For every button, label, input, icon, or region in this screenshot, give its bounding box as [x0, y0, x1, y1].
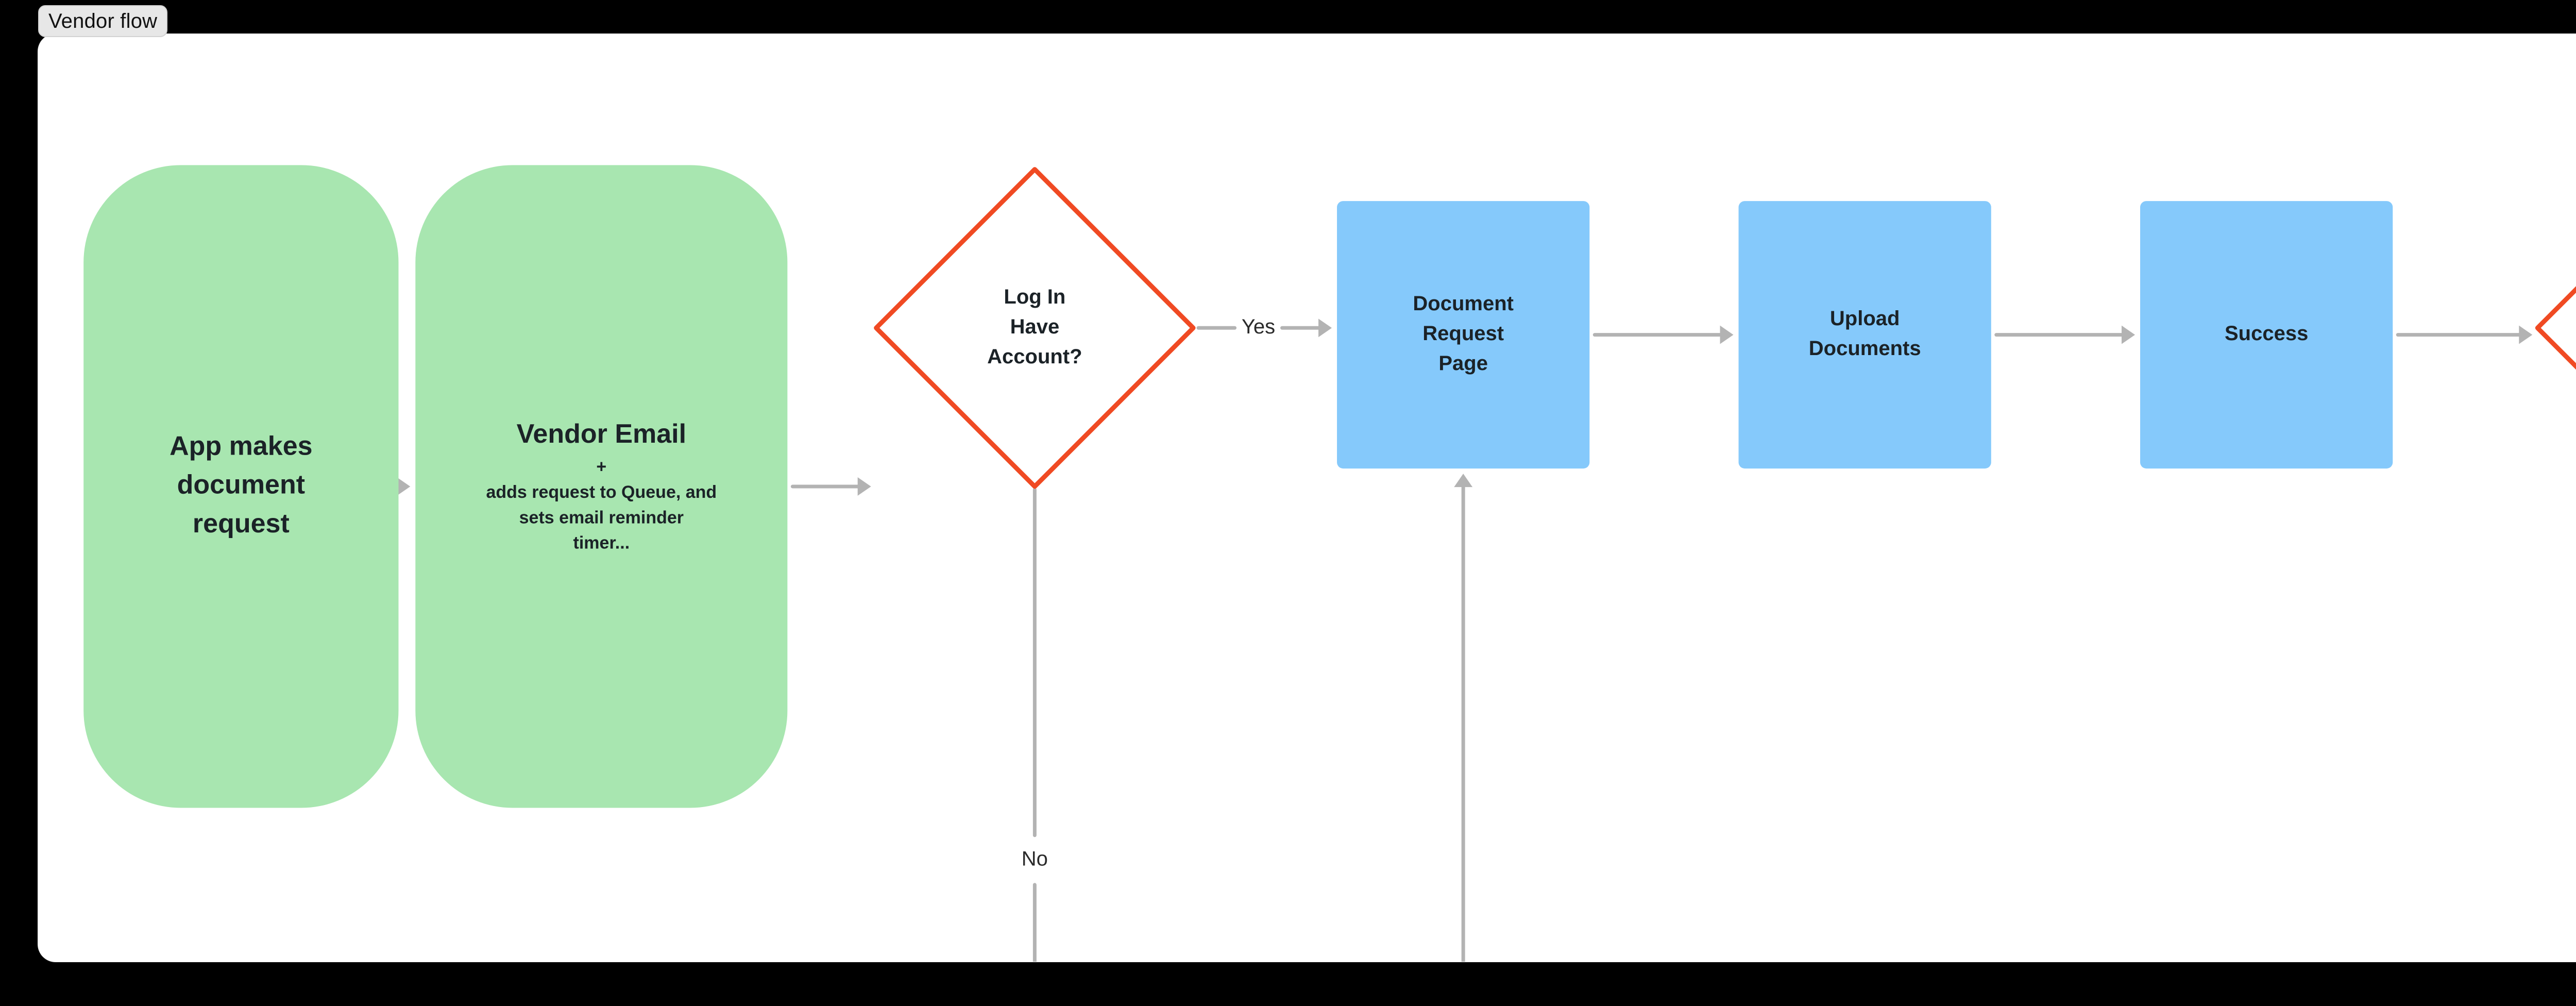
flow-edge-e6: [1592, 325, 1734, 344]
node-label-line: Account?: [987, 345, 1082, 368]
flow-edge-e1: [395, 477, 411, 496]
node-shape: [1337, 201, 1590, 469]
nodes-layer: App makes document request Vendor Email + add…: [83, 165, 2576, 808]
node-label-line: Upload: [1830, 307, 1900, 330]
flow-edge-e5: [1454, 474, 1473, 962]
diagram-title-chip[interactable]: Vendor flow: [38, 5, 168, 37]
flow-edge-e8: [2396, 325, 2533, 344]
flow-edge-e4: No: [1022, 488, 1048, 962]
decision-diamond-shape: [874, 167, 1196, 489]
flow-node-app-request[interactable]: App makes document request: [83, 165, 399, 808]
node-label-line: App makes: [170, 431, 312, 461]
flow-node-success[interactable]: Success: [2140, 201, 2393, 469]
node-label-line: document: [177, 470, 305, 500]
flow-node-vendor-email[interactable]: Vendor Email + adds request to Queue, and s…: [415, 165, 788, 808]
node-label-line: Page: [1438, 352, 1488, 375]
flowchart-svg: YesNoYesNo App makesdocumentrequestVendo…: [83, 165, 2576, 962]
decision-diamond-shape: [2535, 286, 2576, 370]
node-label-line: request: [193, 509, 290, 539]
node-sublabel-line: adds request to Queue, and: [486, 482, 717, 502]
node-label-line: Success: [2225, 322, 2308, 345]
node-label-line: Vendor Email: [517, 419, 686, 449]
edge-label: No: [1022, 847, 1048, 870]
node-label-line: Document: [1413, 292, 1514, 315]
node-shape: [1738, 201, 1991, 469]
diagram-title-label: Vendor flow: [48, 9, 158, 32]
node-sublabel-line: sets email reminder: [519, 508, 684, 527]
flow-edge-e3: Yes: [1196, 315, 1332, 338]
edges-layer: YesNoYesNo: [395, 315, 2533, 962]
flow-node-log-out[interactable]: Log Out?: [2535, 170, 2576, 487]
node-label-line: Request: [1422, 322, 1504, 345]
node-label-line: Documents: [1809, 337, 1921, 360]
flow-edge-e7: [1994, 325, 2136, 344]
node-label-line: Have: [1010, 315, 1060, 338]
diagram-canvas[interactable]: YesNoYesNo App makesdocumentrequestVendo…: [38, 34, 2576, 962]
edge-label: Yes: [1242, 315, 1275, 338]
node-shape: [415, 165, 788, 808]
node-sublabel-line: +: [596, 457, 606, 477]
node-sublabel-line: timer...: [573, 533, 630, 553]
node-label-line: Log In: [1004, 286, 1065, 308]
node-shape: [83, 165, 399, 808]
node-shape: [2140, 201, 2393, 469]
flow-edge-e2: [790, 477, 871, 496]
